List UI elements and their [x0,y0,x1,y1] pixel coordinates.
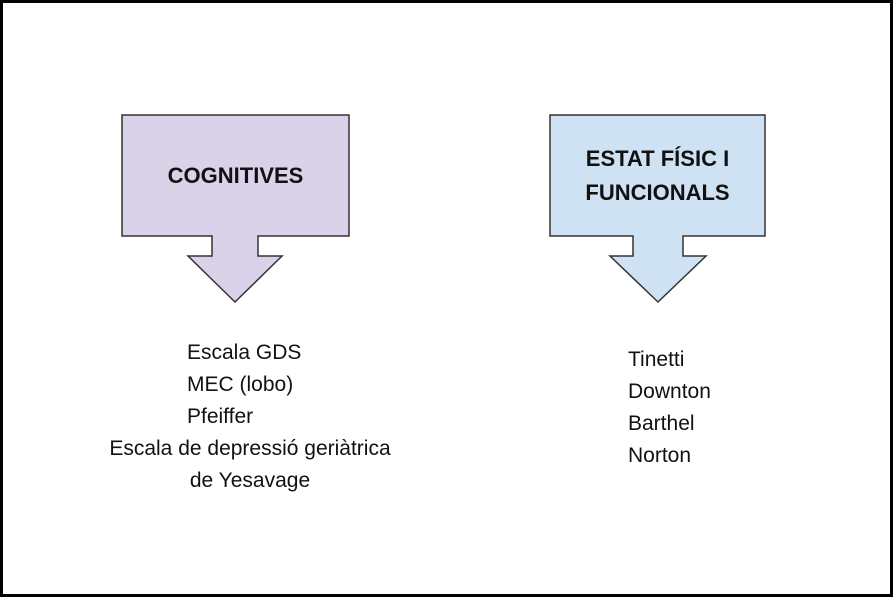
cognitive-scales-list: Escala GDS MEC (lobo) Pfeiffer Escala de… [80,337,420,497]
cognitives-label-line: COGNITIVES [167,162,304,188]
physical-scales-list: Tinetti Downton Barthel Norton [628,344,828,472]
list-item: Escala de depressió geriàtrica [109,437,391,460]
physical-functional-label-line-1: ESTAT FÍSIC I [585,145,730,171]
list-item: Norton [628,444,692,467]
cognitives-label: COGNITIVES [122,115,349,236]
list-item: Pfeiffer [187,405,254,428]
physical-functional-label-line-2: FUNCIONALS [585,179,730,205]
list-item: de Yesavage [189,469,311,492]
list-item: MEC (lobo) [187,373,294,396]
list-item: Escala GDS [187,341,302,364]
physical-functional-label: ESTAT FÍSIC I FUNCIONALS [550,115,765,236]
list-item: Downton [628,380,711,403]
right-arrow-callout [549,114,766,304]
list-item: Tinetti [628,348,685,371]
left-arrow-callout [121,114,350,304]
list-item: Barthel [628,412,695,435]
